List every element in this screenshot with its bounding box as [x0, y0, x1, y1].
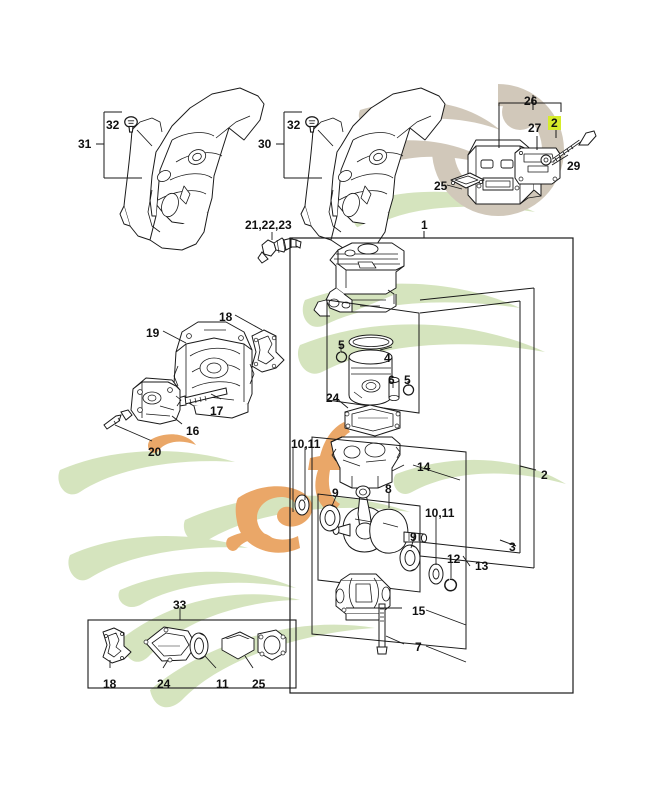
piston-subassembly-frame — [326, 299, 420, 414]
callout-3: 3 — [509, 540, 516, 554]
callout-12: 12 — [447, 552, 461, 566]
seal-11-set-illustration — [189, 632, 209, 660]
muffler-gasket-25-illustration — [450, 172, 485, 189]
screw-20-illustration — [103, 409, 133, 430]
oil-seal-1011-right-illustration — [428, 563, 444, 585]
callout-10-11: 10,11 — [291, 437, 321, 451]
crankshaft-subassembly-frame — [317, 493, 421, 593]
callout-8: 8 — [385, 482, 392, 496]
crankcase-lower-illustration — [335, 573, 391, 621]
callout-5: 5 — [404, 373, 411, 387]
callout-2: 2 — [548, 116, 561, 130]
leader-18-upper — [234, 314, 263, 331]
callout-17: 17 — [210, 404, 224, 418]
callout-33: 33 — [173, 598, 187, 612]
leader-17 — [210, 393, 222, 400]
callout-20: 20 — [148, 445, 162, 459]
flange-set-illustration — [257, 629, 287, 661]
callout-11: 11 — [216, 677, 229, 691]
callout-32: 32 — [106, 118, 120, 132]
group-bracket-2-3 — [419, 287, 537, 569]
gasket-set-box — [87, 619, 297, 689]
crankshaft-illustration — [332, 485, 428, 554]
bearing-9-right-illustration — [399, 544, 421, 572]
callout-13: 13 — [475, 559, 489, 573]
callout-15: 15 — [412, 604, 426, 618]
callout-32: 32 — [287, 118, 301, 132]
callout-14: 14 — [417, 460, 431, 474]
bracket-30 — [276, 111, 322, 179]
crankcase-upper-illustration — [330, 436, 401, 489]
leader-32-left — [136, 129, 153, 147]
crankcase-subassembly-frame — [311, 436, 467, 650]
cylinder-gasket-24-illustration — [344, 404, 401, 437]
callout-7: 7 — [415, 640, 422, 654]
muffler-screw-2-illustration — [552, 130, 597, 162]
leader-24-set — [162, 659, 169, 669]
callout-9: 9 — [332, 486, 339, 500]
leader-19 — [162, 330, 187, 344]
callout-25: 25 — [434, 179, 448, 193]
bearing-9-left-illustration — [319, 504, 341, 532]
muffler-cover-plate-illustration — [514, 147, 561, 185]
callout-19: 19 — [146, 326, 160, 340]
callout-26: 26 — [524, 94, 538, 108]
leader-25-set — [244, 655, 254, 669]
leader-24 — [335, 397, 349, 409]
bracket-31 — [96, 111, 142, 179]
crankcase-bolt-7-illustration — [376, 603, 388, 655]
part-16-illustration — [130, 377, 182, 425]
box-leader-lines — [292, 447, 471, 663]
callout-2: 2 — [541, 468, 548, 482]
oil-seal-1011-left-illustration — [294, 494, 310, 516]
callout-5: 5 — [338, 338, 345, 352]
piston-group-leaders — [340, 344, 409, 388]
gasket-18-upper-illustration — [251, 329, 285, 373]
gasket-25-set-illustration — [221, 631, 255, 660]
callout-30: 30 — [258, 137, 272, 151]
circlip-12-illustration — [444, 578, 458, 592]
gasket-18-set-illustration — [102, 627, 132, 664]
main-assembly-box — [289, 237, 574, 694]
leader-25-muffler — [446, 184, 463, 190]
top-cover-left-illustration — [119, 87, 265, 251]
callout-16: 16 — [186, 424, 200, 438]
callout-24: 24 — [157, 677, 171, 691]
leader-32-right — [317, 129, 334, 147]
callout-4: 4 — [384, 351, 391, 365]
callout-9: 9 — [410, 530, 417, 544]
callout-25: 25 — [252, 677, 266, 691]
callout-31: 31 — [78, 137, 92, 151]
cylinder-illustration — [313, 242, 405, 317]
callout-18: 18 — [219, 310, 233, 324]
callout-18: 18 — [103, 677, 117, 691]
bracket-26-group — [498, 95, 569, 166]
leader-16 — [171, 415, 183, 425]
callout-10-11: 10,11 — [425, 506, 455, 520]
leader-11-set — [204, 655, 217, 669]
spark-plug-illustration — [257, 237, 302, 264]
callout-1: 1 — [421, 218, 428, 232]
muffler-washer-29-illustration — [540, 154, 552, 166]
leader-20 — [114, 424, 153, 442]
callout-29: 29 — [567, 159, 581, 173]
top-cover-right-illustration — [300, 87, 446, 251]
callout-27: 27 — [528, 121, 542, 135]
piston-group-illustration — [335, 334, 415, 406]
callout-6: 6 — [388, 373, 395, 387]
callout-24: 24 — [326, 391, 340, 405]
callout-21-22-23: 21,22,23 — [245, 218, 292, 232]
